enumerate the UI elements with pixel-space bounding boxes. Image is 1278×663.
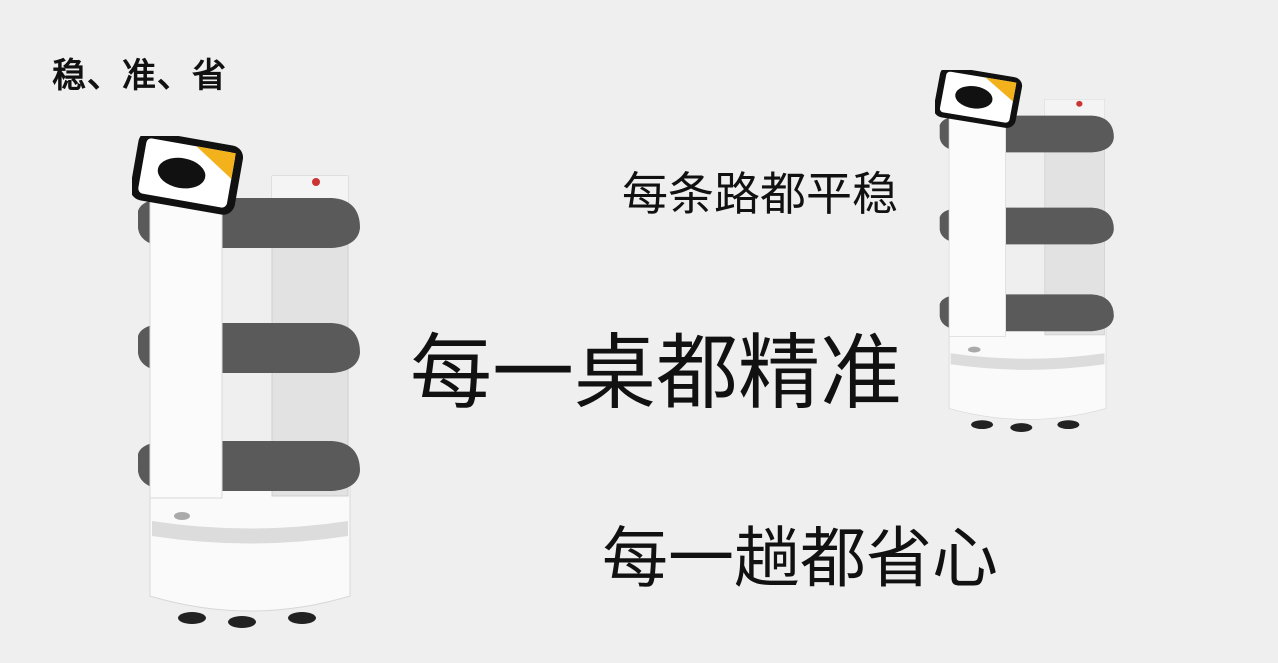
slogan-worry-free: 每一趟都省心 — [602, 520, 998, 597]
delivery-robot-image-large — [132, 136, 361, 628]
delivery-robot-image-small — [935, 70, 1115, 432]
slogan-smooth: 每条路都平稳 — [622, 167, 898, 221]
slogan-accurate: 每一桌都精准 — [410, 326, 903, 421]
slide-heading: 稳、准、省 — [52, 56, 227, 96]
